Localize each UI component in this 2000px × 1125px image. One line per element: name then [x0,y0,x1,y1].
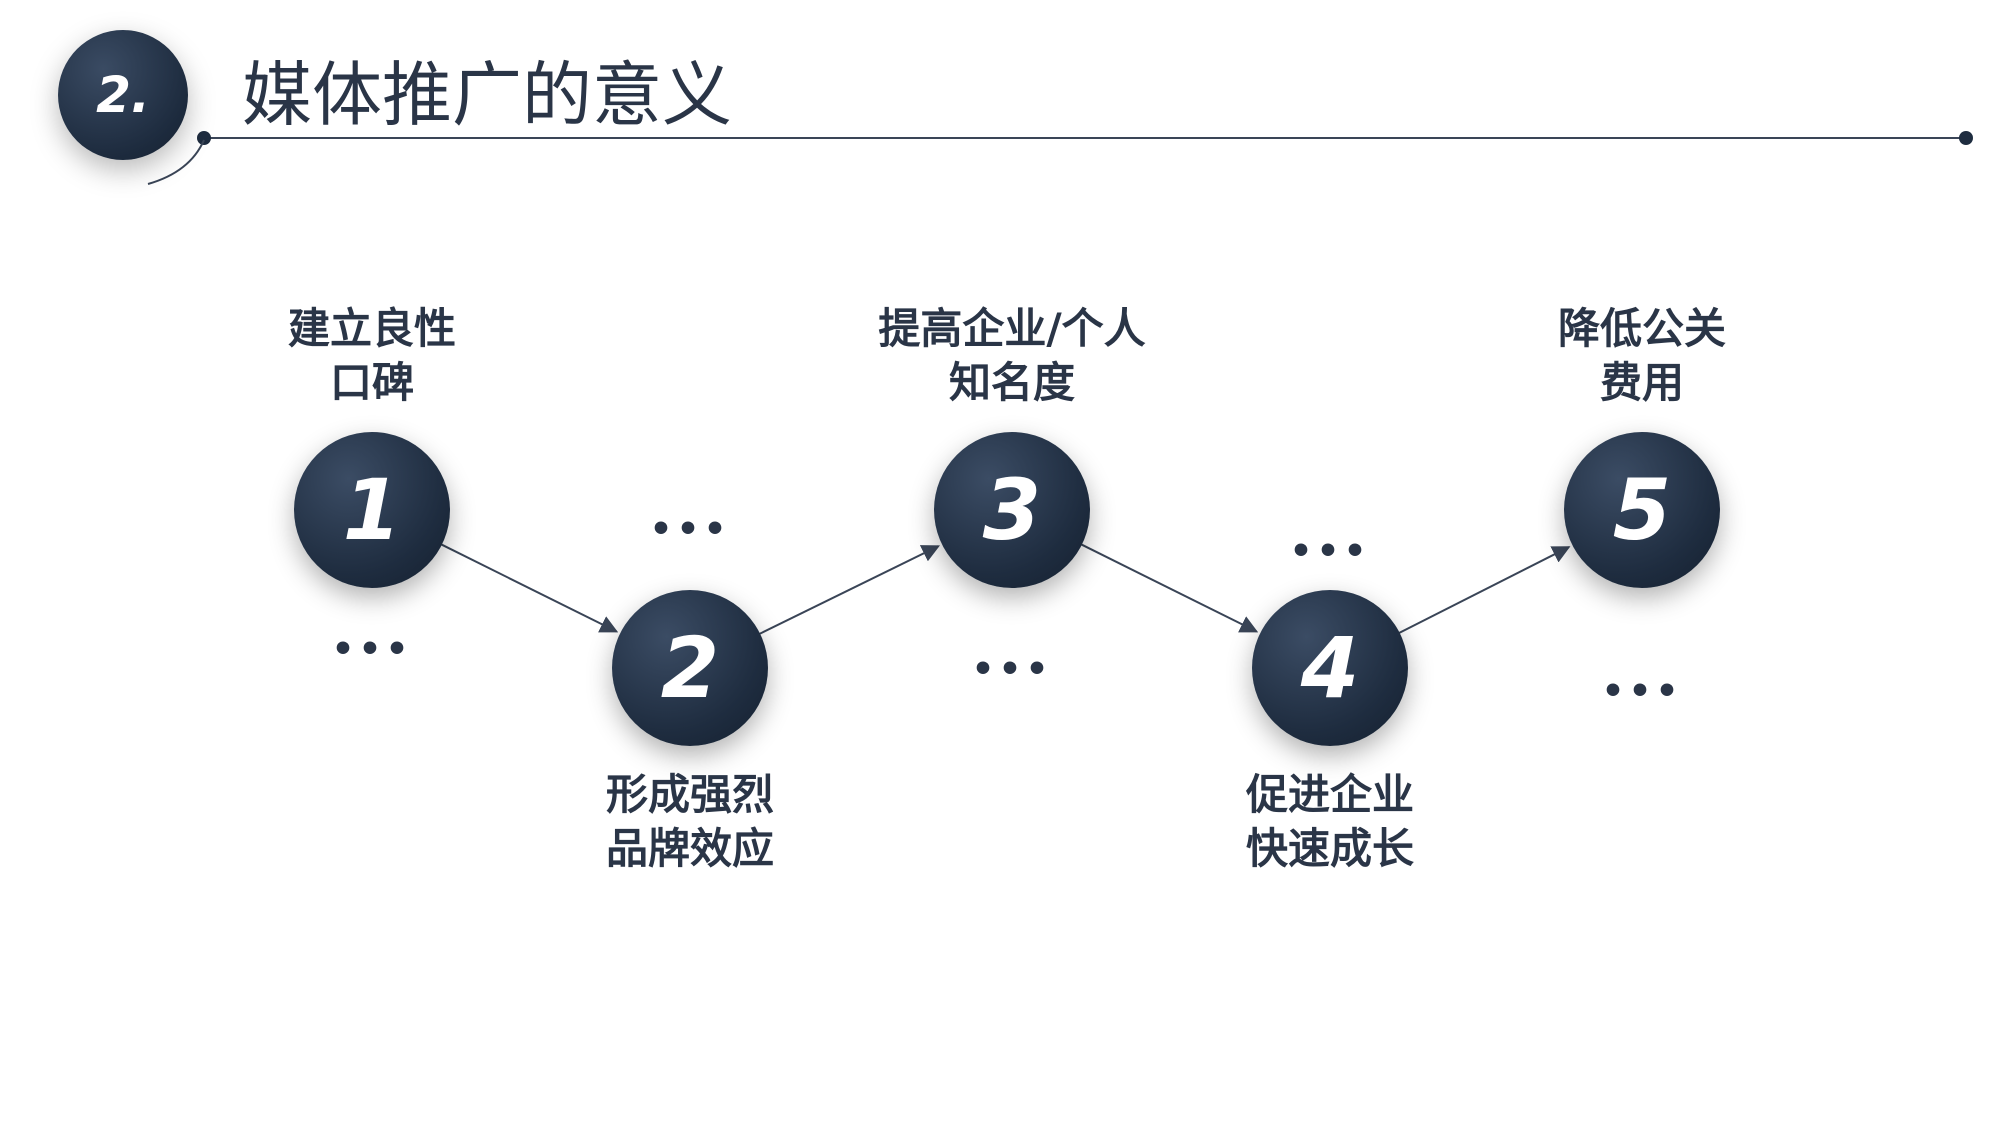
step-label-line: 降低公关 [1557,304,1726,353]
section-number: 2. [96,66,150,124]
step-number: 1 [342,461,402,559]
step-label-line: 品牌效应 [605,824,774,873]
connector-arrow-1 [439,542,619,633]
step-node-5: 5 [1564,432,1720,588]
ellipsis-placeholder-4: ••• [1289,531,1371,572]
step-label-line: 促进企业 [1245,770,1414,819]
ellipsis-placeholder-3: ••• [971,649,1053,690]
connector-arrow-2 [757,545,941,636]
badge-tail-curve [147,139,205,185]
step-node-3: 3 [934,432,1090,588]
page-title: 媒体推广的意义 [242,54,732,136]
step-number: 5 [1612,461,1672,559]
step-label-line: 费用 [1599,358,1684,407]
section-number-badge: 2. [58,30,188,160]
ellipsis-placeholder-5: ••• [1601,671,1683,712]
step-label-2: 形成强烈品牌效应 [510,768,870,876]
step-label-5: 降低公关费用 [1462,302,1822,410]
step-label-line: 快速成长 [1245,824,1414,873]
step-label-4: 促进企业快速成长 [1150,768,1510,876]
step-label-line: 知名度 [948,358,1075,407]
underline-end-dot [1959,131,1973,145]
step-label-line: 建立良性 [287,304,456,353]
ellipsis-placeholder-1: ••• [331,629,413,670]
underline-start-dot [197,131,211,145]
step-label-line: 提高企业/个人 [878,304,1146,353]
connector-arrow-3 [1079,542,1259,633]
step-label-line: 口碑 [329,358,414,407]
step-node-1: 1 [294,432,450,588]
step-number: 2 [660,619,720,717]
step-label-line: 形成强烈 [605,770,774,819]
step-label-1: 建立良性口碑 [192,302,552,410]
step-number: 4 [1300,619,1360,717]
step-number: 3 [982,461,1042,559]
ellipsis-placeholder-2: ••• [649,509,731,550]
step-label-3: 提高企业/个人知名度 [832,302,1192,410]
step-node-2: 2 [612,590,768,746]
connector-arrows [439,542,1571,636]
step-node-4: 4 [1252,590,1408,746]
connector-arrow-4 [1397,546,1571,635]
